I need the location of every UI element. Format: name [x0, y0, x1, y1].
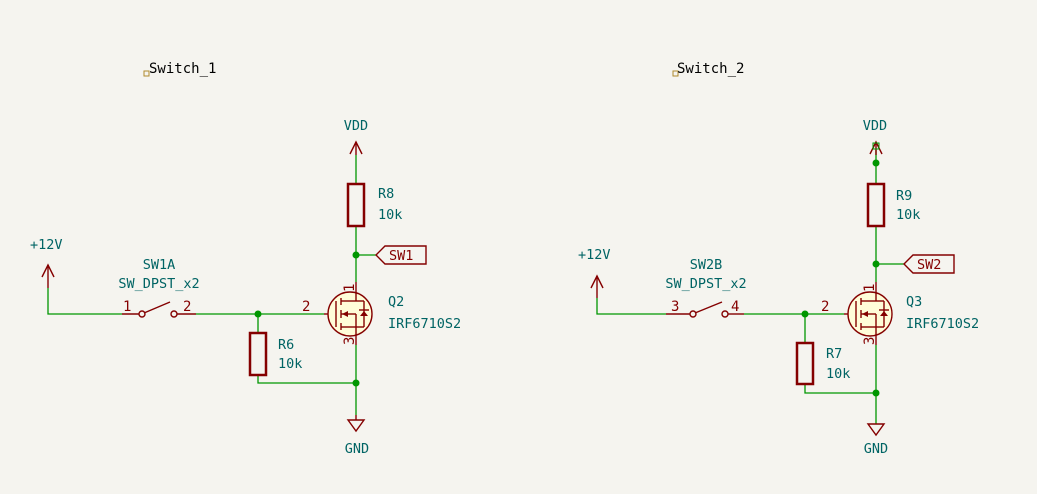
circuit-switch-1: Switch_1 +12V 1 2 SW1A	[30, 61, 461, 457]
gnd-label-1: GND	[345, 441, 369, 457]
mosfet-ref-q3: Q3	[906, 294, 922, 310]
mosfet-drain-pin-q2: 1	[342, 284, 358, 292]
junction-vdd-2	[872, 159, 880, 167]
switch-ref-1: SW1A	[143, 257, 176, 273]
power-12v-label-1: +12V	[30, 237, 63, 253]
power-12v-symbol-1[interactable]: +12V	[30, 237, 63, 288]
switch-pin-b-2: 4	[731, 299, 739, 315]
resistor-ref-r6: R6	[278, 337, 294, 353]
resistor-ref-r9: R9	[896, 188, 912, 204]
junction-gate-2	[801, 310, 809, 318]
switch-sw2b[interactable]: 3 4 SW2B SW_DPST_x2	[665, 257, 747, 318]
mosfet-value-q2: IRF6710S2	[388, 316, 461, 332]
note-switch-2: Switch_2	[677, 61, 744, 77]
net-label-sw1-text: SW1	[389, 248, 413, 264]
circuit-switch-2: Switch_2 +12V 3 4 SW2B SW_DPST_x2	[578, 61, 979, 457]
mosfet-drain-pin-q3: 1	[862, 284, 878, 292]
mosfet-value-q3: IRF6710S2	[906, 316, 979, 332]
note-anchor-1	[143, 70, 150, 77]
vdd-label-1: VDD	[344, 118, 368, 134]
resistor-r9[interactable]: R9 10k	[866, 182, 920, 228]
switch-value-1: SW_DPST_x2	[118, 276, 199, 292]
mosfet-source-pin-q2: 3	[342, 337, 358, 345]
switch-pin-b-1: 2	[183, 299, 191, 315]
gnd-symbol-2[interactable]: GND	[864, 423, 888, 457]
mosfet-q3[interactable]: 2 1 3 Q3 IRF6710S2	[821, 282, 979, 345]
junction-drain-2	[872, 260, 880, 268]
mosfet-q2[interactable]: 2 1 3 Q2 IRF6710S2	[302, 282, 461, 345]
vdd-symbol-2[interactable]: VDD	[863, 118, 887, 155]
note-anchor-2	[672, 70, 679, 77]
resistor-ref-r7: R7	[826, 346, 842, 362]
note-switch-1: Switch_1	[149, 61, 216, 77]
mosfet-ref-q2: Q2	[388, 294, 404, 310]
resistor-ref-r8: R8	[378, 186, 394, 202]
power-12v-symbol-2[interactable]: +12V	[578, 247, 611, 298]
resistor-value-r7: 10k	[826, 366, 850, 382]
wires-1	[47, 155, 376, 415]
net-label-sw2[interactable]: SW2	[903, 254, 955, 274]
gnd-symbol-1[interactable]: GND	[345, 415, 369, 457]
vdd-symbol-1[interactable]: VDD	[344, 118, 368, 155]
gnd-label-2: GND	[864, 441, 888, 457]
switch-value-2: SW_DPST_x2	[665, 276, 746, 292]
switch-pin-a-1: 1	[123, 299, 131, 315]
mosfet-gate-pin-q3: 2	[821, 299, 829, 315]
junction-gate-1	[254, 310, 262, 318]
power-12v-label-2: +12V	[578, 247, 611, 263]
vdd-label-2: VDD	[863, 118, 887, 134]
resistor-value-r9: 10k	[896, 207, 920, 223]
junction-source-1	[352, 379, 360, 387]
switch-ref-2: SW2B	[690, 257, 723, 273]
resistor-value-r8: 10k	[378, 207, 402, 223]
net-label-sw1[interactable]: SW1	[375, 245, 427, 265]
junction-source-2	[872, 389, 880, 397]
resistor-value-r6: 10k	[278, 356, 302, 372]
resistor-r6[interactable]: R6 10k	[248, 331, 302, 377]
net-label-sw2-text: SW2	[917, 257, 941, 273]
switch-sw1a[interactable]: 1 2 SW1A SW_DPST_x2	[118, 257, 200, 318]
wires-2	[596, 150, 904, 424]
mosfet-gate-pin-q2: 2	[302, 299, 310, 315]
junction-drain-1	[352, 251, 360, 259]
switch-pin-a-2: 3	[671, 299, 679, 315]
resistor-r8[interactable]: R8 10k	[346, 182, 402, 228]
mosfet-source-pin-q3: 3	[862, 337, 878, 345]
resistor-r7[interactable]: R7 10k	[795, 341, 850, 386]
